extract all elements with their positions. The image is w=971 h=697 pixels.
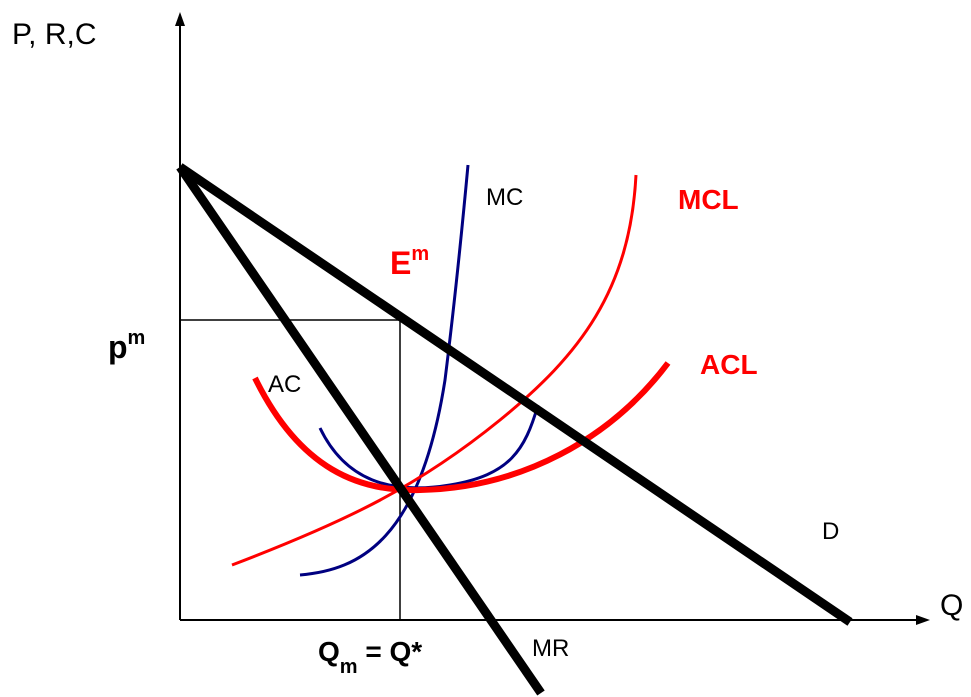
quantity-label-main: Q [318, 636, 340, 667]
quantity-label-sub: m [340, 656, 358, 678]
demand-label: D [822, 518, 839, 545]
mr-curve [176, 164, 545, 696]
mcl-curve [231, 174, 638, 567]
y-axis-arrow [175, 12, 185, 26]
price-label-main: p [108, 329, 128, 365]
equilibrium-label-sup: m [411, 243, 429, 265]
mc-label: MC [486, 184, 523, 211]
equilibrium-label-main: E [390, 245, 411, 281]
x-axis-arrow [916, 615, 930, 625]
x-axis-label: Q [940, 589, 963, 622]
price-label: pm [108, 327, 145, 365]
y-axis-label: P, R,C [12, 18, 96, 51]
demand-curve [177, 163, 853, 626]
quantity-label-rest: = Q* [358, 636, 423, 667]
quantity-label: Qm = Q* [318, 636, 422, 678]
ac-curve [318, 404, 540, 490]
mcl-label: MCL [678, 184, 739, 215]
mr-label: MR [532, 635, 569, 662]
equilibrium-label: Em [390, 243, 429, 281]
acl-label: ACL [700, 349, 758, 380]
price-label-sup: m [128, 327, 146, 349]
ac-label: AC [268, 371, 301, 398]
acl-curve [252, 361, 671, 494]
mc-curve [299, 164, 470, 577]
